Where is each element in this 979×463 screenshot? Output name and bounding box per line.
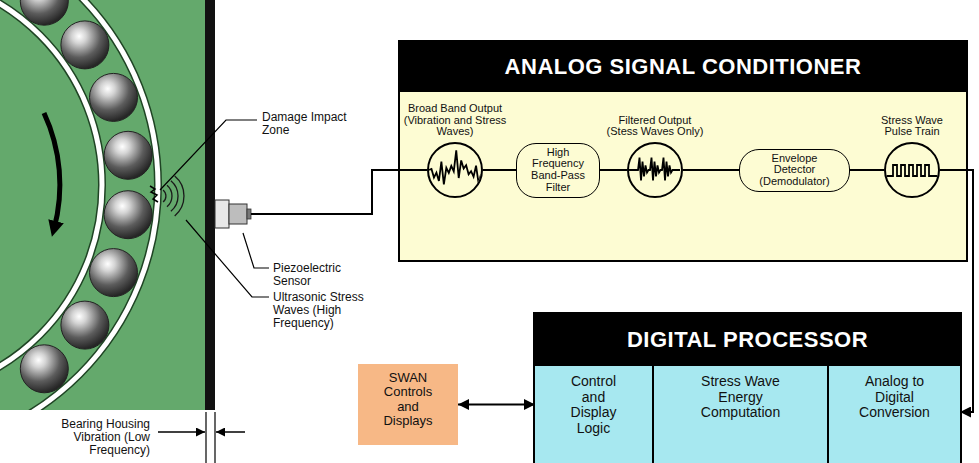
ball <box>104 131 152 179</box>
ball <box>61 301 109 349</box>
process-cell: Stress Wave Energy Computation <box>654 366 829 463</box>
processor-panel: Broad Band Output (Vibration and Stress … <box>398 40 968 262</box>
ball <box>104 191 152 239</box>
signal-line <box>600 169 627 171</box>
signal-node: Broad Band Output (Vibration and Stress … <box>402 98 508 198</box>
panel-header: ANALOG SIGNAL CONDITIONER <box>400 42 966 92</box>
ball <box>90 249 138 297</box>
ball <box>20 345 68 393</box>
stress-wave <box>171 181 178 212</box>
signal-label: Broad Band Output (Vibration and Stress … <box>402 103 508 138</box>
signal-node: Stress Wave Pulse Train <box>860 98 964 198</box>
sensor-body <box>215 200 229 228</box>
signal-label: Filtered Output (Stess Waves Only) <box>603 115 707 138</box>
heading-area: Stress Wave Pulse Train <box>860 98 964 138</box>
dimension-line <box>205 412 206 463</box>
signal-line <box>483 169 516 171</box>
dimension-arrow <box>216 431 245 433</box>
process-box: Envelope Detector (Demodulator) <box>739 149 850 192</box>
cell-label: Analog to Digital Conversion <box>856 374 934 421</box>
waveform <box>629 144 681 196</box>
sensor-connector <box>247 209 251 219</box>
ball <box>61 21 109 69</box>
control-label: SWAN Controls and Displays <box>377 371 439 428</box>
control-box: SWAN Controls and Displays <box>358 364 458 445</box>
waveform-line <box>629 158 680 181</box>
process-cell: Control and Display Logic <box>535 366 654 463</box>
callout-label: Ultrasonic Stress Waves (High Frequency) <box>273 291 369 331</box>
signal-line <box>683 169 739 171</box>
panel-title: ANALOG SIGNAL CONDITIONER <box>505 54 862 80</box>
heading-area: Filtered Output (Stess Waves Only) <box>603 98 707 138</box>
processor-panel: Control and Display Logic Stress Wave Ene… <box>533 312 962 463</box>
signal-line <box>940 170 973 412</box>
stress-wave <box>167 185 172 206</box>
damage-mark <box>150 186 158 202</box>
dimension-arrow <box>158 431 205 433</box>
waveform-line <box>429 150 481 184</box>
waveform <box>429 144 481 196</box>
signal-line <box>850 169 884 171</box>
block-label: High Frequency Band-Pass Filter <box>520 147 596 193</box>
outer-race-edge <box>0 0 158 410</box>
signal-line <box>458 404 535 406</box>
outer-race <box>0 0 158 410</box>
stress-wave <box>175 176 184 216</box>
cell-label: Control and Display Logic <box>563 374 625 437</box>
bearing <box>0 0 184 410</box>
signal-circle <box>884 142 940 198</box>
signal-node: Filtered Output (Stess Waves Only) <box>603 98 707 198</box>
panel-title: DIGITAL PROCESSOR <box>627 327 868 353</box>
stress-wave <box>163 190 166 202</box>
dimension-line <box>214 412 215 463</box>
callout-label: Piezoelectric Sensor <box>273 262 355 288</box>
callout-label: Bearing Housing Vibration (Low Frequency… <box>46 418 150 458</box>
sensor-wire <box>251 170 427 214</box>
rotation-arrow <box>44 113 60 229</box>
waveform-line <box>886 165 938 176</box>
sensor-body <box>229 204 247 224</box>
waveform <box>886 144 938 196</box>
leader-line <box>160 120 257 190</box>
ball <box>90 73 138 121</box>
signal-circle <box>627 142 683 198</box>
leader-line <box>186 220 269 297</box>
block-label: Envelope Detector (Demodulator) <box>756 153 833 188</box>
leader-line <box>243 233 269 268</box>
heading-area: Broad Band Output (Vibration and Stress … <box>402 98 508 138</box>
callout-label: Damage Impact Zone <box>262 111 358 137</box>
process-box: High Frequency Band-Pass Filter <box>516 143 600 198</box>
cell-label: Stress Wave Energy Computation <box>696 374 786 421</box>
process-cell: Analog to Digital Conversion <box>829 366 960 463</box>
signal-circle <box>427 142 483 198</box>
panel-header: DIGITAL PROCESSOR <box>535 314 960 366</box>
housing-wall <box>205 0 215 410</box>
ball <box>20 0 68 25</box>
signal-label: Stress Wave Pulse Train <box>876 115 948 138</box>
